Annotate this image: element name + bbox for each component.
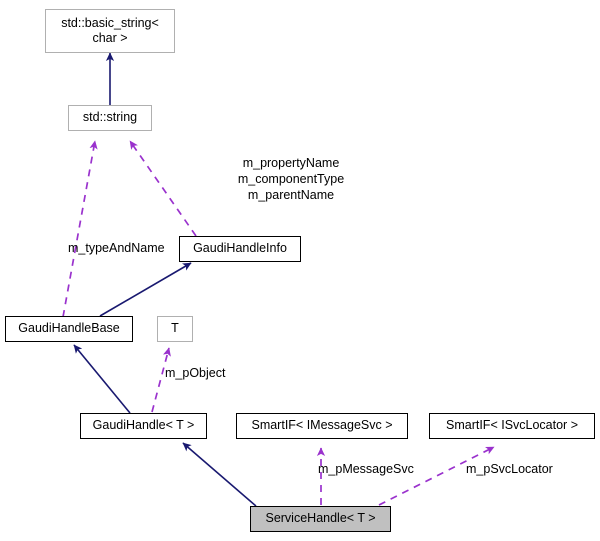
edge-label-info-fields: m_propertyName m_componentType m_parentN… xyxy=(237,156,345,202)
edge-label-m-pmessagesvc: m_pMessageSvc xyxy=(318,462,414,476)
edge-gaudihandleinfo-to-string xyxy=(129,140,197,237)
node-std-string[interactable]: std::string xyxy=(68,105,152,131)
edge-servicehandle-to-gaudihandle xyxy=(182,442,257,507)
node-t[interactable]: T xyxy=(157,316,193,342)
edge-label-m-psvclocator: m_pSvcLocator xyxy=(466,462,553,476)
edge-gaudihandlebase-to-string xyxy=(62,140,98,318)
edge-label-m-pobject: m_pObject xyxy=(165,366,226,380)
edge-gaudihandlebase-to-gaudihandleinfo xyxy=(99,262,192,317)
node-gaudihandlebase[interactable]: GaudiHandleBase xyxy=(5,316,133,342)
node-smartif-imessagesvc[interactable]: SmartIF< IMessageSvc > xyxy=(236,413,408,439)
node-std-basic-string[interactable]: std::basic_string< char > xyxy=(45,9,175,53)
node-gaudihandle[interactable]: GaudiHandle< T > xyxy=(80,413,207,439)
node-servicehandle[interactable]: ServiceHandle< T > xyxy=(250,506,391,532)
edge-servicehandle-to-smartif-isvclocator xyxy=(378,446,495,506)
edge-gaudihandle-to-t xyxy=(151,347,171,413)
node-gaudihandleinfo[interactable]: GaudiHandleInfo xyxy=(179,236,301,262)
node-smartif-isvclocator[interactable]: SmartIF< ISvcLocator > xyxy=(429,413,595,439)
edge-gaudihandle-to-gaudihandlebase xyxy=(73,344,131,414)
edge-label-m-typeandname: m_typeAndName xyxy=(68,241,165,255)
